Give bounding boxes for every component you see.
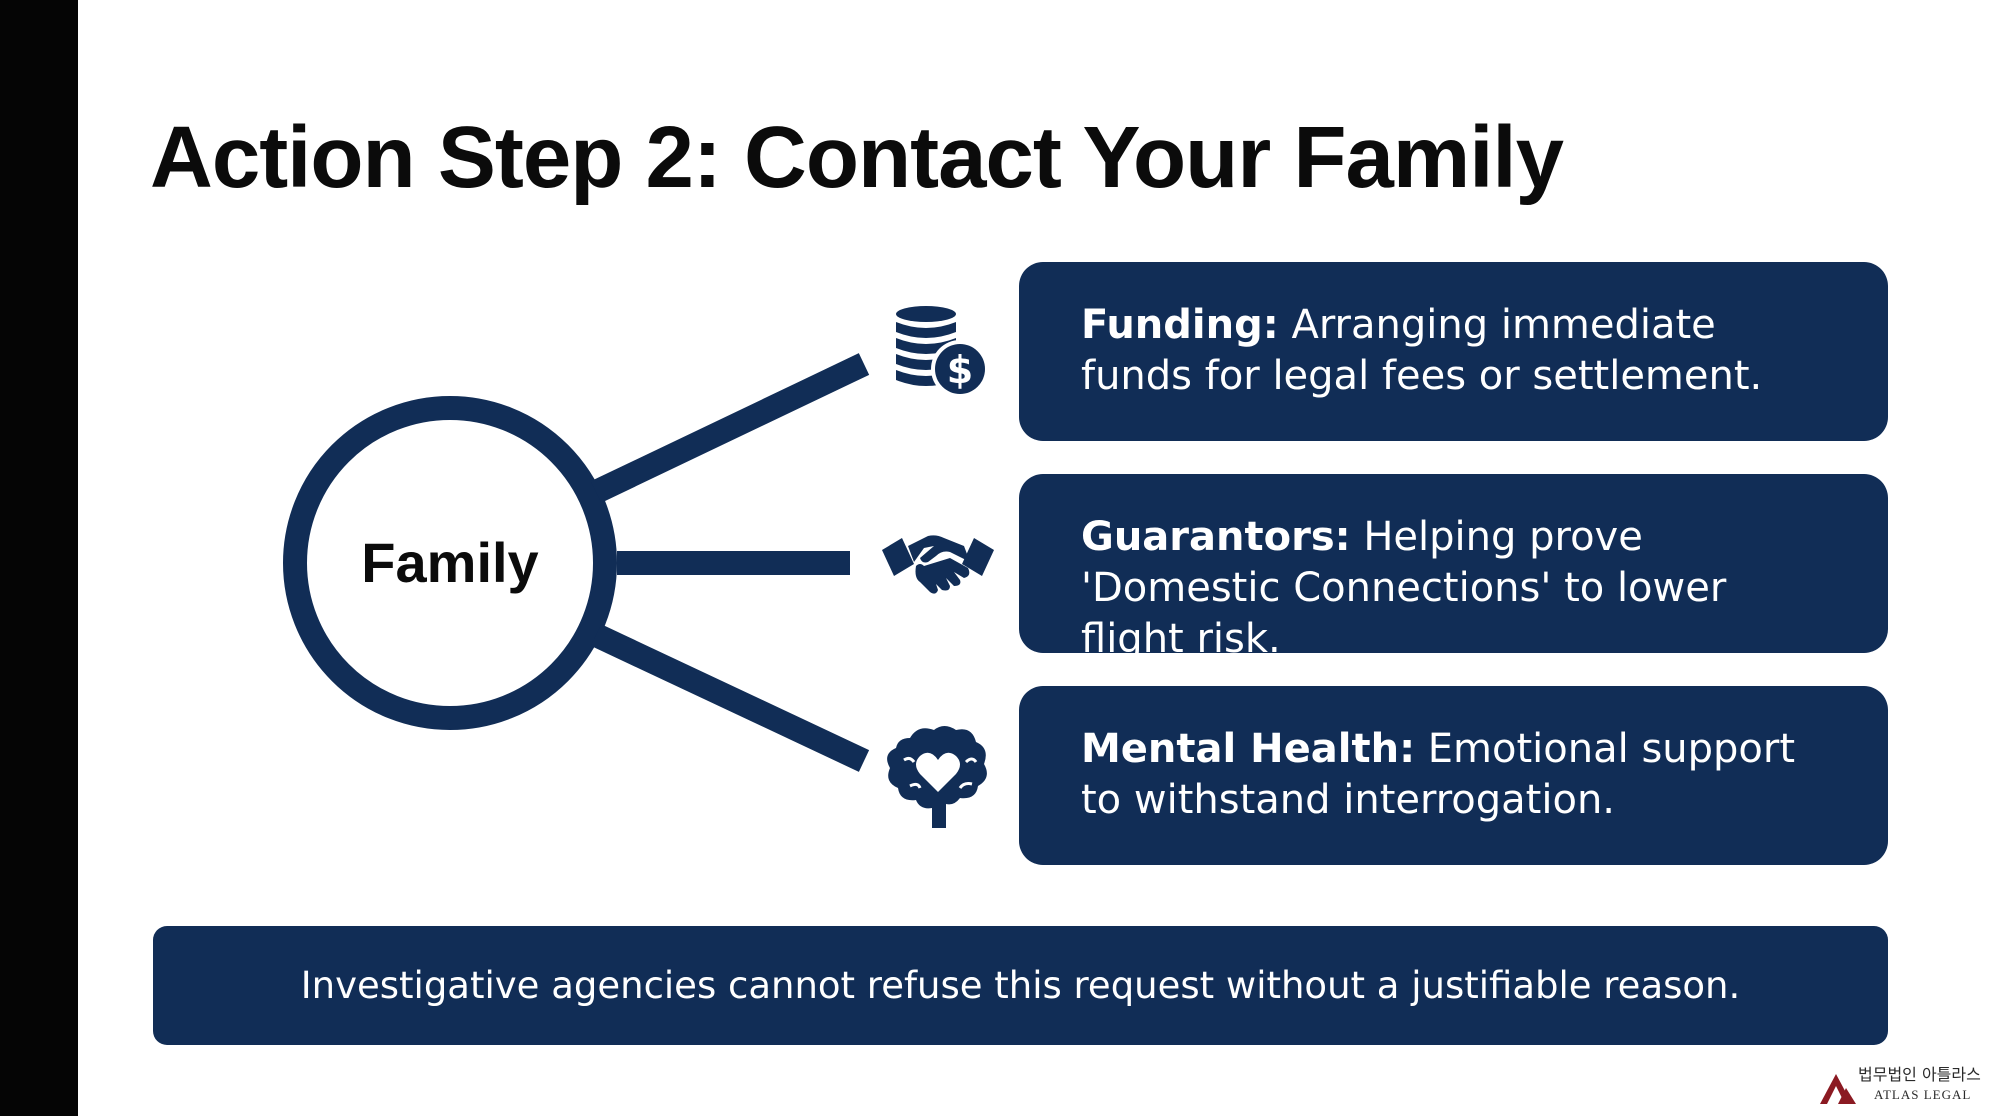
mental-health-lead: Mental Health:: [1081, 726, 1416, 772]
handshake-icon: [882, 535, 994, 594]
coins-dollar-icon: $: [896, 306, 989, 398]
guarantors-card: Guarantors: Helping prove 'Domestic Conn…: [1019, 474, 1888, 662]
mental-health-text: Emotional support to withstand interroga…: [1081, 726, 1796, 823]
notice-banner: Investigative agencies cannot refuse thi…: [153, 926, 1888, 1045]
svg-text:$: $: [947, 348, 973, 392]
slide-title: Action Step 2: Contact Your Family: [150, 109, 1564, 206]
left-black-bar: [0, 0, 78, 1116]
connector-top: [590, 353, 870, 503]
logo-korean-name: 법무법인 아틀라스: [1858, 1065, 1981, 1084]
family-hub-label: Family: [361, 531, 539, 594]
family-hub-circle: [283, 396, 617, 730]
mental-health-card: Mental Health: Emotional support to with…: [1019, 686, 1888, 865]
funding-text: Arranging immediate funds for legal fees…: [1081, 302, 1763, 399]
logo-english-name: ATLAS LEGAL: [1874, 1087, 1972, 1102]
connector-bottom: [590, 624, 870, 772]
funding-lead: Funding:: [1081, 302, 1279, 348]
atlas-legal-logo: 법무법인 아틀라스 ATLAS LEGAL: [1818, 1064, 2000, 1116]
funding-card: Funding: Arranging immediate funds for l…: [1019, 262, 1888, 441]
atlas-mountain-icon: [1820, 1074, 1856, 1104]
guarantors-lead: Guarantors:: [1081, 514, 1351, 560]
guarantors-text: Helping prove 'Domestic Connections' to …: [1081, 514, 1727, 662]
brain-heart-icon: [887, 726, 987, 828]
